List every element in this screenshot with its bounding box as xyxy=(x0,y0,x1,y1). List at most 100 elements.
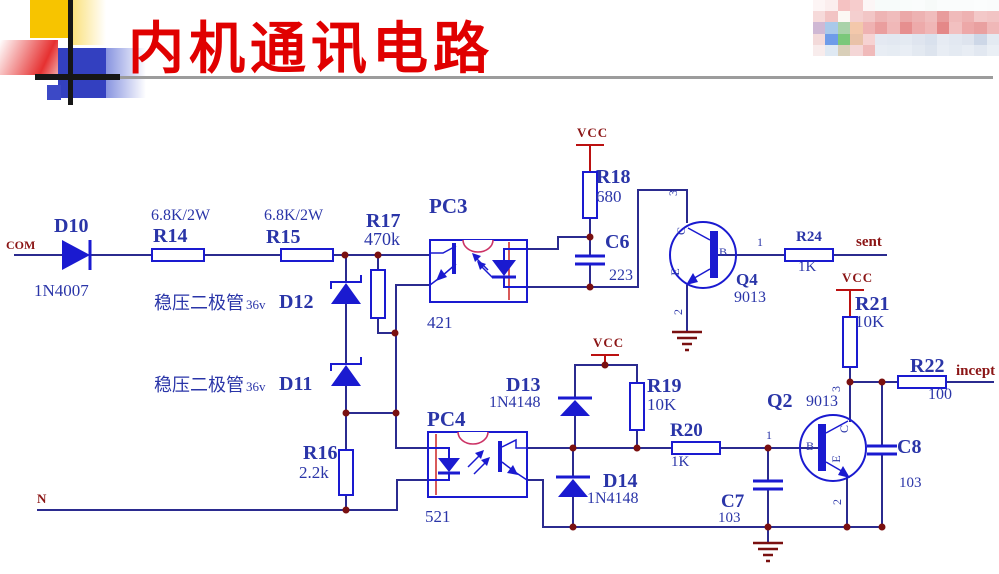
mosaic-cell xyxy=(936,0,950,12)
mosaic-cell xyxy=(986,11,999,23)
mosaic-cell xyxy=(862,44,875,56)
mosaic-cell xyxy=(813,44,826,56)
mosaic-cell xyxy=(912,22,925,34)
mosaic-cell xyxy=(936,22,950,34)
mosaic-cell xyxy=(887,0,900,12)
mosaic-cell xyxy=(825,11,838,23)
resistor-r18 xyxy=(582,171,598,219)
mosaic-cell xyxy=(874,0,888,12)
mosaic-cell xyxy=(924,22,937,34)
decor-red-gradient xyxy=(0,40,58,75)
resistor-r16 xyxy=(338,449,354,496)
mosaic-cell xyxy=(850,44,863,56)
decor-yellow-square xyxy=(30,0,70,38)
mosaic-cell xyxy=(974,33,987,45)
mosaic-cell xyxy=(912,33,925,45)
mosaic-cell xyxy=(986,0,999,12)
junction-dots xyxy=(341,233,886,531)
mosaic-cell xyxy=(850,11,863,23)
mosaic-cell xyxy=(874,44,888,56)
capacitor-c6 xyxy=(575,254,605,266)
optocoupler-pc3 xyxy=(429,239,528,303)
mosaic-cell xyxy=(862,0,875,12)
zener-d11 xyxy=(330,357,362,386)
vcc-symbols xyxy=(576,144,864,365)
mosaic-cell xyxy=(912,0,925,12)
transistor-q2 xyxy=(799,414,867,482)
ground-q4 xyxy=(672,330,702,352)
mosaic-cell xyxy=(961,33,975,45)
title-underline-gray xyxy=(35,76,993,79)
resistor-r19 xyxy=(629,382,645,431)
mosaic-cell xyxy=(936,33,950,45)
mosaic-cell xyxy=(986,22,999,34)
mosaic-cell xyxy=(837,11,851,23)
decor-yellow-fade xyxy=(70,0,106,45)
mosaic-cell xyxy=(974,0,987,12)
mosaic-cell xyxy=(813,11,826,23)
resistor-r15 xyxy=(280,248,334,262)
transistor-q4 xyxy=(669,221,737,289)
page-title: 内机通讯电路 xyxy=(128,19,494,81)
mosaic-cell xyxy=(850,22,863,34)
mosaic-cell xyxy=(837,44,851,56)
diode-d10 xyxy=(62,240,92,270)
mosaic-cell xyxy=(887,33,900,45)
mosaic-cell xyxy=(949,0,962,12)
mosaic-cell xyxy=(961,11,975,23)
mosaic-cell xyxy=(924,11,937,23)
mosaic-cell xyxy=(837,33,851,45)
mosaic-cell xyxy=(986,33,999,45)
mosaic-cell xyxy=(874,33,888,45)
capacitor-c7 xyxy=(753,479,783,491)
ground-c7 xyxy=(753,541,783,563)
diode-d14 xyxy=(556,475,590,497)
resistor-r22 xyxy=(897,375,947,389)
mosaic-cell xyxy=(899,11,913,23)
mosaic-cell xyxy=(874,22,888,34)
resistor-r14 xyxy=(151,248,205,262)
title-underline-black xyxy=(35,74,120,80)
mosaic-cell xyxy=(874,11,888,23)
mosaic-cell xyxy=(949,22,962,34)
mosaic-cell xyxy=(887,22,900,34)
capacitor-c8 xyxy=(867,444,897,456)
mosaic-cell xyxy=(924,33,937,45)
decor-blue-fade xyxy=(106,48,146,98)
mosaic-cell xyxy=(974,44,987,56)
mosaic-cell xyxy=(974,22,987,34)
resistor-r20 xyxy=(671,441,721,455)
mosaic-cell xyxy=(825,44,838,56)
mosaic-cell xyxy=(850,33,863,45)
mosaic-cell xyxy=(825,22,838,34)
mosaic-cell xyxy=(825,33,838,45)
resistor-r24 xyxy=(784,248,834,262)
mosaic-cell xyxy=(887,11,900,23)
decor-blue-square xyxy=(58,48,108,98)
mosaic-cell xyxy=(850,0,863,12)
mosaic-cell xyxy=(924,44,937,56)
mosaic-cell xyxy=(936,44,950,56)
mosaic-cell xyxy=(862,33,875,45)
zener-d12 xyxy=(330,275,362,304)
mosaic-cell xyxy=(862,22,875,34)
resistor-r21 xyxy=(842,316,858,368)
mosaic-cell xyxy=(887,44,900,56)
mosaic-cell xyxy=(912,11,925,23)
mosaic-cell xyxy=(961,44,975,56)
mosaic-cell xyxy=(961,22,975,34)
resistor-r17 xyxy=(370,269,386,319)
diode-d13 xyxy=(558,396,592,416)
mosaic-cell xyxy=(986,44,999,56)
mosaic-cell xyxy=(837,22,851,34)
mosaic-cell xyxy=(924,0,937,12)
mosaic-cell xyxy=(961,0,975,12)
mosaic-cell xyxy=(974,11,987,23)
mosaic-cell xyxy=(899,0,913,12)
mosaic-cell xyxy=(813,33,826,45)
mosaic-cell xyxy=(912,44,925,56)
mosaic-cell xyxy=(936,11,950,23)
optocoupler-pc4 xyxy=(427,431,528,498)
